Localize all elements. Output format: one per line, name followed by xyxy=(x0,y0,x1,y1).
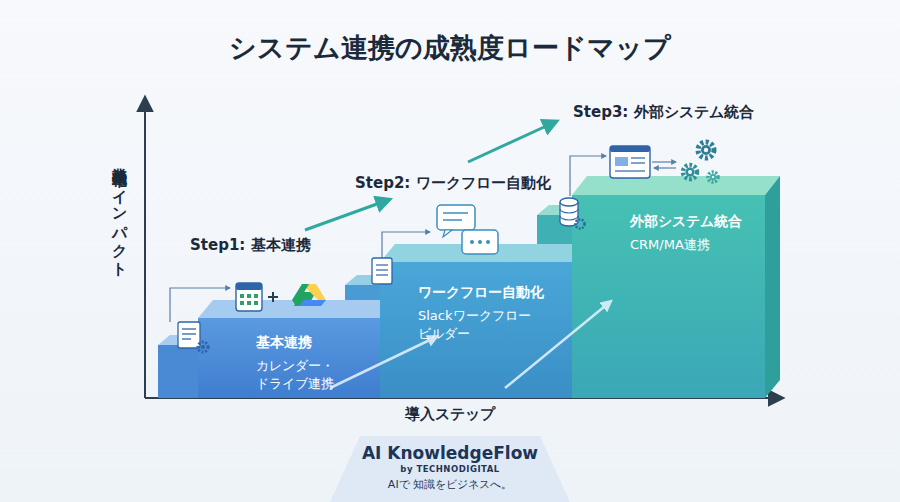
step-label: Step2: ワークフロー自動化 xyxy=(355,174,551,193)
block-heading: ワークフロー自動化 xyxy=(418,284,572,302)
block-heading: 基本連携 xyxy=(256,334,380,352)
step-top-face xyxy=(198,300,395,318)
step-block: ワークフロー自動化 Slackワークフロー ビルダー xyxy=(380,262,572,398)
drive-icon xyxy=(302,284,326,300)
gear-icon xyxy=(686,168,695,177)
gear-icon xyxy=(688,170,692,174)
calendar-icon xyxy=(236,283,262,311)
step-block: 外部システム統合 CRM/MA連携 xyxy=(572,195,765,398)
gear-icon xyxy=(698,142,714,158)
gear-icon xyxy=(708,172,718,182)
chat-icon xyxy=(437,205,475,230)
block-heading: 外部システム統合 xyxy=(630,213,765,231)
logo-name: AI KnowledgeFlow xyxy=(330,443,570,463)
leader-line xyxy=(382,232,430,258)
calendar-icon xyxy=(236,283,262,290)
calendar-icon xyxy=(240,301,244,305)
leader-line xyxy=(170,288,230,322)
drive-icon xyxy=(292,284,309,306)
chat-icon xyxy=(443,230,452,237)
calendar-icon xyxy=(254,294,258,298)
step-top-face xyxy=(765,176,780,398)
progress-arrow xyxy=(305,200,388,230)
document-icon xyxy=(182,328,196,329)
step-label: Step3: 外部システム統合 xyxy=(573,103,754,122)
drive-icon xyxy=(292,284,326,306)
step-top-face xyxy=(380,244,587,262)
calendar-icon xyxy=(240,294,244,298)
calendar-icon xyxy=(247,301,251,305)
step-label: Step1: 基本連携 xyxy=(190,236,311,255)
window-icon xyxy=(610,146,650,178)
leader-line xyxy=(654,167,676,168)
axis-label: 導入ステップ xyxy=(350,405,550,424)
step-substep xyxy=(537,215,572,262)
window-icon xyxy=(615,170,645,171)
chat-icon xyxy=(478,240,482,244)
block-body: CRM/MA連携 xyxy=(630,236,750,254)
badge-shape xyxy=(330,436,570,502)
progress-arrow xyxy=(468,122,555,162)
plus-symbol xyxy=(272,292,274,302)
window-icon xyxy=(631,157,645,158)
gear-icon xyxy=(704,148,708,152)
axis-line xyxy=(144,98,146,398)
logo-tagline: AIで 知識をビジネスへ。 xyxy=(330,477,570,492)
step-top-face xyxy=(572,176,780,195)
chat-icon xyxy=(443,219,462,221)
chat-icon xyxy=(486,240,490,244)
step-substep xyxy=(158,205,584,398)
calendar-icon xyxy=(254,301,258,305)
step-block: 基本連携カレンダー・ドライブ連携 xyxy=(198,318,380,398)
chat-icon xyxy=(443,212,468,214)
plus-symbol xyxy=(268,292,278,302)
gear-icon xyxy=(683,165,697,179)
chat-icon xyxy=(437,205,498,254)
axis-label: 業務効率化のインパクト xyxy=(110,156,129,269)
window-icon xyxy=(615,157,628,166)
leader-line xyxy=(652,161,676,162)
drive-icon xyxy=(299,300,326,306)
logo-byline: by TECHNODIGITAL xyxy=(330,464,570,474)
plus-symbol xyxy=(268,296,278,298)
gear-icon xyxy=(710,174,716,180)
window-icon xyxy=(631,162,645,163)
gear-icon xyxy=(712,176,715,179)
calendar-icon xyxy=(236,283,262,311)
leader-line xyxy=(570,156,606,196)
drive-icon xyxy=(294,292,316,306)
window-icon xyxy=(610,146,650,152)
step-substep xyxy=(158,345,198,398)
diagram-title: システム連携の成熟度ロードマップ xyxy=(0,30,900,66)
chat-icon xyxy=(462,230,498,254)
step-substep xyxy=(345,285,380,318)
window-icon xyxy=(610,146,650,178)
chat-icon xyxy=(470,240,474,244)
block-body: カレンダー・ドライブ連携 xyxy=(256,357,340,393)
gear-icon xyxy=(701,145,711,155)
document-icon xyxy=(178,322,200,348)
logo-badge: AI KnowledgeFlowby TECHNODIGITAL AIで 知識をビ… xyxy=(330,436,570,502)
progress-arrow xyxy=(305,122,555,230)
axis-line xyxy=(145,98,782,398)
gear-icon xyxy=(683,142,718,182)
step-top-face xyxy=(198,176,780,398)
document-icon xyxy=(182,333,196,334)
calendar-icon xyxy=(247,294,251,298)
document-icon xyxy=(182,338,191,339)
block-body: Slackワークフロー ビルダー xyxy=(418,307,542,343)
